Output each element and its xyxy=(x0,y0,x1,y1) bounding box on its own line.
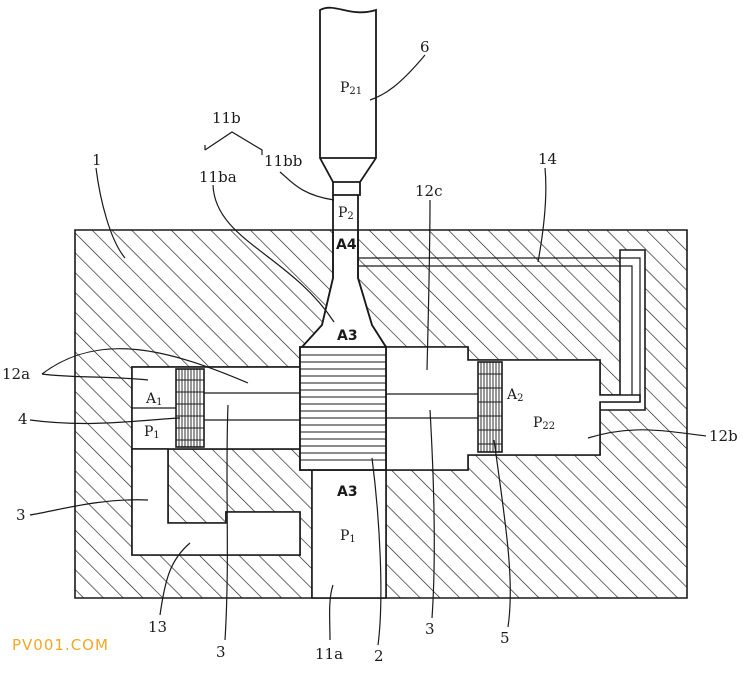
leader-lines xyxy=(29,54,707,646)
symbol-p1-left: P1 xyxy=(144,424,160,441)
reference-numerals: 6 11b 11bb 11ba 1 12c 14 12a 4 3 12b 13 … xyxy=(2,38,738,665)
symbol-p21: P21 xyxy=(340,80,362,97)
symbol-a3-top: A3 xyxy=(337,328,358,344)
symbols: P21 P2 A4 A3 A1 P1 A2 P22 A3 P1 xyxy=(144,80,555,545)
watermark: PV001.COM xyxy=(12,636,109,654)
label-13: 13 xyxy=(148,618,167,636)
symbol-p1-center: P1 xyxy=(340,528,356,545)
label-3-bottom-left: 3 xyxy=(216,643,226,661)
label-3-bottom-right: 3 xyxy=(425,620,435,638)
label-12a: 12a xyxy=(2,365,30,383)
symbol-p2: P2 xyxy=(338,205,354,222)
label-6: 6 xyxy=(420,38,430,56)
right-chamber-12b xyxy=(385,346,641,471)
piston-4 xyxy=(175,368,205,448)
spool-2 xyxy=(299,346,387,471)
symbol-a2: A2 xyxy=(506,387,524,404)
passage-13 xyxy=(131,448,301,556)
label-11a: 11a xyxy=(315,645,343,663)
label-11b: 11b xyxy=(212,109,241,127)
label-11bb: 11bb xyxy=(264,152,302,170)
label-14: 14 xyxy=(538,150,557,168)
label-2: 2 xyxy=(374,647,384,665)
label-12b: 12b xyxy=(709,427,738,445)
piston-5 xyxy=(477,361,503,453)
symbol-a4: A4 xyxy=(336,237,357,253)
label-1: 1 xyxy=(92,151,102,169)
label-11ba: 11ba xyxy=(199,168,237,186)
label-4: 4 xyxy=(18,410,28,428)
symbol-p22: P22 xyxy=(533,415,555,432)
label-5: 5 xyxy=(500,629,510,647)
symbol-a3-bottom: A3 xyxy=(337,484,358,500)
passage-11a xyxy=(311,469,387,599)
upper-channel-11b xyxy=(301,195,387,348)
label-3-left: 3 xyxy=(16,506,26,524)
label-12c: 12c xyxy=(415,182,443,200)
rod-member-6 xyxy=(319,6,377,196)
symbol-a1: A1 xyxy=(145,391,163,408)
